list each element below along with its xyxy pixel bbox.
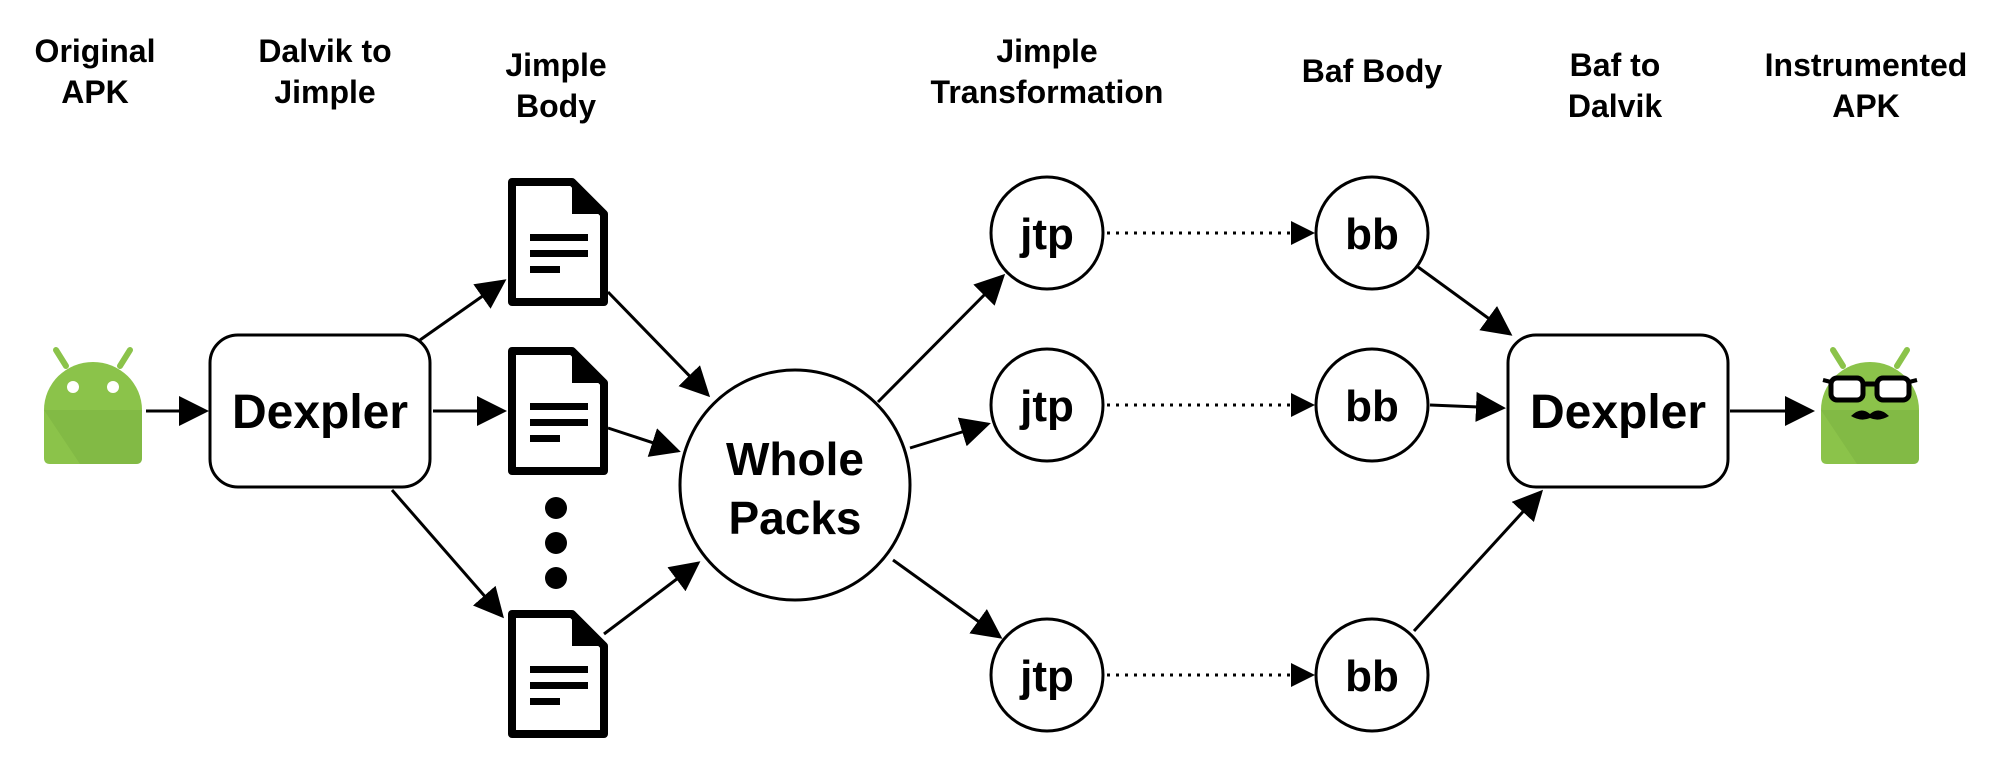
stage-header-baf-to-dalvik: Baf to Dalvik [1568,47,1662,124]
stage-label-line: Jimple [505,47,606,83]
stage-label-line: Dalvik [1568,88,1662,124]
bb-circle: bb [1314,347,1430,463]
dexpler-input-box: Dexpler [208,333,432,489]
document-icon [508,610,608,738]
document-icon [508,347,608,475]
whole-packs-circle: Whole Packs [678,368,912,602]
stage-header-instrumented-apk: Instrumented APK [1765,47,1968,124]
stage-label-line: Original [35,33,156,69]
jtp-label: jtp [1019,382,1074,431]
bb-circle: bb [1314,617,1430,733]
dexpler-input-label: Dexpler [232,386,408,439]
jtp-circle: jtp [989,175,1105,291]
stage-label-line: Instrumented [1765,47,1968,83]
stage-label-line: Baf Body [1302,53,1443,89]
jtp-circle: jtp [989,347,1105,463]
bb-label: bb [1345,210,1399,259]
dotted-connector-arrows [1107,221,1315,687]
stage-label-line: Baf to [1570,47,1661,83]
stage-header-original-apk: Original APK [35,33,156,110]
bb-label: bb [1345,382,1399,431]
dexpler-output-label: Dexpler [1530,386,1706,439]
stage-label-line: APK [61,74,129,110]
stage-label-line: Jimple [996,33,1097,69]
jtp-label: jtp [1019,210,1074,259]
document-icon [508,178,608,306]
stage-label-line: Body [516,88,596,124]
stage-header-jimple-transformation: Jimple Transformation [931,33,1164,110]
jtp-label: jtp [1019,652,1074,701]
ellipsis-dots-icon [545,497,567,589]
jtp-circle: jtp [989,617,1105,733]
stage-header-baf-body: Baf Body [1302,53,1443,89]
connector-arrows [146,265,1815,639]
stage-label-line: Jimple [274,74,375,110]
stage-label-line: APK [1832,88,1900,124]
bb-label: bb [1345,652,1399,701]
android-robot-icon [44,347,142,464]
dexpler-output-box: Dexpler [1506,333,1730,489]
whole-packs-label-line: Packs [728,492,861,544]
stage-header-jimple-body: Jimple Body [505,47,606,124]
stage-label-line: Dalvik to [258,33,391,69]
android-robot-with-glasses-icon [1821,347,1919,464]
stage-header-dalvik-to-jimple: Dalvik to Jimple [258,33,391,110]
stage-label-line: Transformation [931,74,1164,110]
whole-packs-label-line: Whole [726,433,864,485]
bb-circle: bb [1314,175,1430,291]
